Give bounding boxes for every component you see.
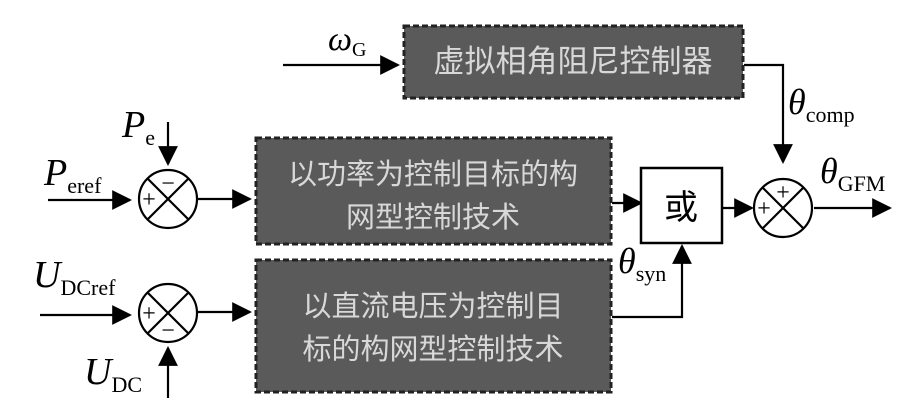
u-dc-label: UDC — [84, 351, 142, 397]
u-dcref-label: UDCref — [33, 254, 116, 300]
p-eref-label: Peref — [43, 152, 102, 198]
dc-voltage-label-line1: 以直流电压为控制目 — [302, 289, 563, 323]
p-e-label: Pe — [121, 104, 155, 150]
sum1-top-sign: − — [161, 171, 175, 197]
sum2-left-sign: + — [142, 301, 156, 327]
damping-controller-block: 虚拟相角阻尼控制器 — [404, 26, 743, 98]
sum3-top-sign: + — [776, 180, 790, 206]
dc-voltage-control-block: 以直流电压为控制目 标的构网型控制技术 — [256, 260, 611, 392]
power-control-label-line2: 网型控制技术 — [346, 200, 520, 234]
or-block-label: 或 — [664, 188, 698, 228]
theta-gfm-label: θGFM — [820, 151, 885, 196]
wire-theta-comp — [744, 65, 783, 162]
omega-g-label: ωG — [328, 21, 366, 61]
or-block: 或 — [641, 168, 722, 243]
power-control-block: 以功率为控制目标的构 网型控制技术 — [256, 138, 611, 244]
power-control-label-line1: 以功率为控制目标的构 — [288, 157, 578, 191]
theta-comp-label: θcomp — [788, 82, 855, 127]
theta-syn-label: θsyn — [618, 241, 666, 286]
sum1-left-sign: + — [142, 187, 156, 213]
sum2-bottom-sign: − — [161, 318, 175, 344]
dc-voltage-label-line2: 标的构网型控制技术 — [302, 332, 563, 366]
damping-controller-label: 虚拟相角阻尼控制器 — [434, 44, 713, 80]
sum3-left-sign: + — [757, 196, 771, 222]
